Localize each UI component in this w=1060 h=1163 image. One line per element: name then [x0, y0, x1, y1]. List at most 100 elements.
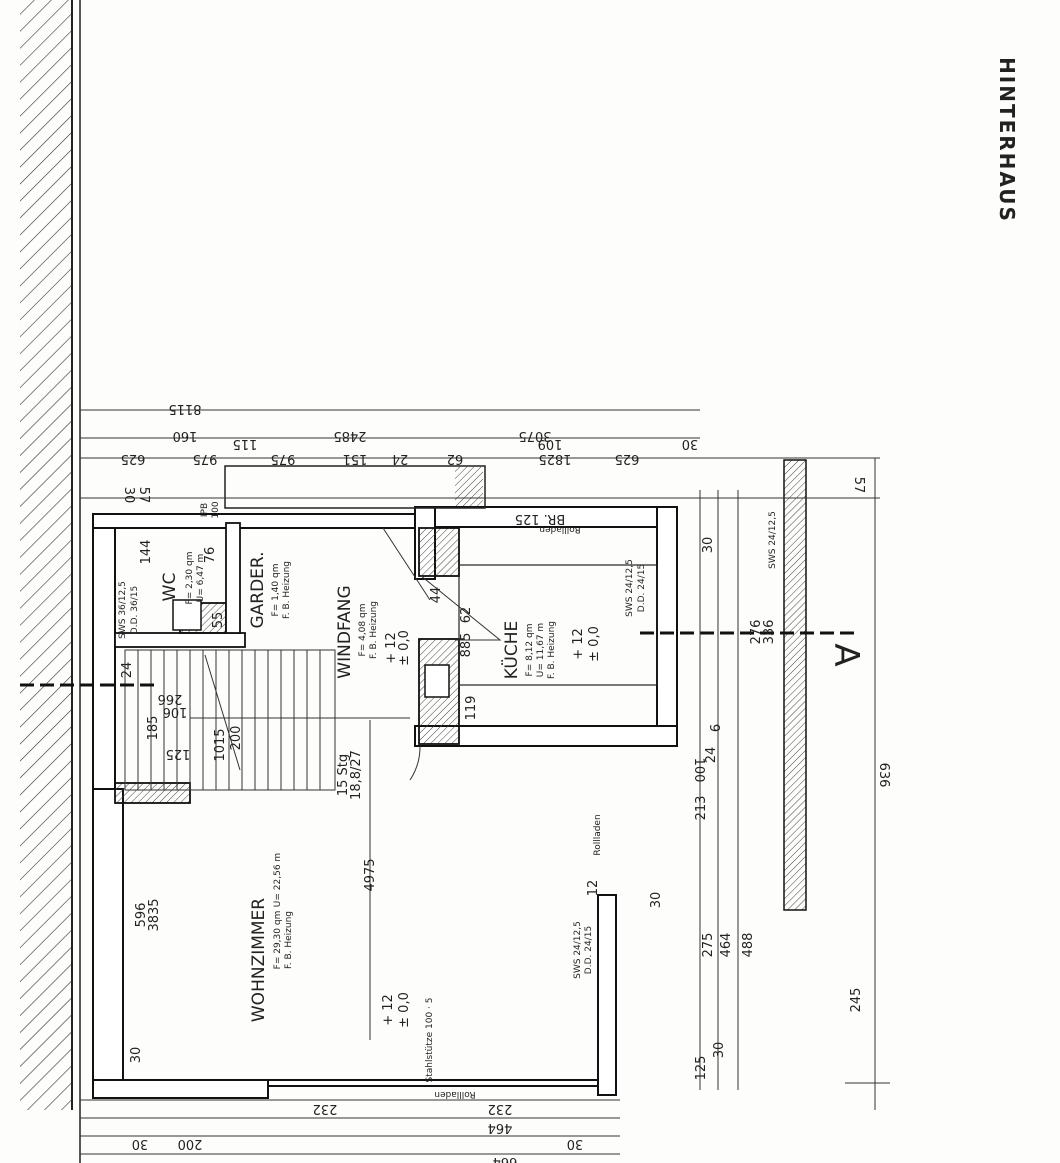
dim-label: 625	[615, 451, 640, 466]
room-area: F= 8,12 qm	[525, 624, 535, 677]
window-hatch	[455, 466, 483, 506]
room-heating: F. B. Heizung	[547, 621, 557, 679]
dim-label: 119	[464, 696, 479, 721]
wc-fixture	[172, 599, 202, 631]
dim-label: 12	[586, 880, 601, 897]
dims-left: 596 3835 30	[129, 898, 162, 1063]
dim-label: 106	[163, 704, 188, 719]
dim-label: 336	[762, 620, 777, 645]
note-sws-terrace: SWS 24/12,5	[768, 511, 778, 569]
dim-label: 975	[193, 451, 218, 466]
dim-label: 8115	[168, 401, 201, 416]
note-sws-left: SWS 36/12,5	[118, 581, 128, 639]
dim-label: 115	[233, 436, 258, 451]
dims-top: 8115 160 2485 3075 625 975 115 975 151 2…	[121, 401, 699, 503]
room-area: F= 4,08 qm	[358, 604, 368, 657]
note-column: Stahlstütze 100 · 5	[425, 997, 435, 1082]
dim-label: 57	[136, 487, 151, 504]
dim-label: 151	[343, 451, 368, 466]
window-box	[224, 465, 486, 509]
room-heating: F. B. Heizung	[282, 561, 292, 619]
room-name: GARDER.	[248, 551, 268, 628]
dim-label: 200	[229, 726, 244, 751]
room-extent: U= 6,47 m	[196, 554, 206, 603]
room-name: WINDFANG	[335, 585, 355, 678]
dim-label: 232	[313, 1101, 338, 1116]
dim-label: 55	[211, 612, 226, 629]
room-wohnzimmer: WOHNZIMMER F= 29,30 qm U= 22,56 m F. B. …	[249, 853, 294, 1022]
dimension-lines	[80, 409, 890, 1155]
dim-label: 30	[701, 537, 716, 554]
room-extent: U= 11,67 m	[536, 623, 546, 677]
kitchen-counter	[458, 564, 658, 686]
note-rollladen-kitchen: Rollladen	[539, 524, 580, 534]
dim-label: 125	[166, 746, 191, 761]
room-heating: F. B. Heizung	[284, 911, 294, 969]
dim-label: 144	[139, 540, 154, 565]
dim-label: 62	[447, 451, 464, 466]
room-heating: F. B. Heizung	[369, 601, 379, 659]
section-marker: A	[826, 643, 866, 666]
dim-label: 275	[701, 933, 716, 958]
dim-label: 2485	[333, 428, 366, 443]
level-zero-windfang: ± 0,0	[397, 630, 412, 666]
dim-label: 464	[488, 1120, 513, 1135]
stair-ratio: 18,8/27	[349, 750, 364, 800]
dims-right: 276 336 100 213 275 464 488 30 125 30 24…	[649, 620, 777, 1081]
dim-label: 62	[459, 607, 474, 624]
dim-label: 109	[538, 436, 563, 451]
dim-label: 232	[488, 1101, 513, 1116]
dim-label: 30	[682, 436, 699, 451]
note-br: BR. 125	[515, 511, 566, 526]
note-rollladen: Rollladen	[593, 814, 603, 855]
note-rollladen-bottom: Rollladen	[434, 1089, 475, 1099]
door-swings	[382, 527, 502, 781]
dim-room-depth: 4975	[363, 858, 378, 891]
note-ipb-size: 100	[211, 501, 221, 518]
dim-label: 30	[121, 487, 136, 504]
dim-label: 125	[694, 1056, 709, 1081]
dims-bottom: 232 232 200 464 30 664 30	[132, 1101, 584, 1163]
dim-label: 185	[146, 716, 161, 741]
level-plus-windfang: + 12	[384, 632, 399, 664]
level-zero-kueche: ± 0,0	[587, 626, 602, 662]
level-plus-wohnzimmer: + 12	[381, 994, 396, 1026]
dim-label: 636	[876, 763, 891, 788]
dim-label: 100	[691, 758, 706, 783]
dim-label: 24	[704, 747, 719, 764]
dim-label: 6	[709, 724, 724, 732]
room-extent: U= 22,56 m	[273, 853, 283, 907]
dim-label: 44	[429, 587, 444, 604]
dim-label: 664	[493, 1154, 518, 1163]
dim-label: 3075	[518, 428, 551, 443]
dim-label: 213	[694, 796, 709, 821]
note-sws-kitchen: SWS 24/12,5	[625, 559, 635, 617]
dim-label: 30	[132, 1136, 149, 1151]
note-sws-kitchen-dd: D.D. 24/15	[637, 564, 647, 612]
dim-label: 885	[459, 633, 474, 658]
room-name: KÜCHE	[500, 621, 522, 680]
dim-label: 975	[271, 451, 296, 466]
dims-inner: 144 55 76 185 266 106 125 200 1015 24 62…	[120, 537, 716, 897]
dim-label: 1015	[213, 728, 228, 761]
room-windfang: WINDFANG F= 4,08 qm F. B. Heizung	[335, 585, 379, 678]
room-kueche: KÜCHE F= 8,12 qm U= 11,67 m F. B. Heizun…	[500, 621, 557, 680]
dim-label: 200	[178, 1136, 203, 1151]
room-area: F= 1,40 qm	[271, 564, 281, 617]
dim-label: 464	[719, 933, 734, 958]
staircase	[124, 649, 410, 791]
dim-label: 57	[851, 477, 866, 494]
sheet-title: HINTERHAUS	[995, 57, 1019, 223]
dim-label: 30	[129, 1047, 144, 1064]
dim-label: 3835	[147, 898, 162, 931]
dim-label: 160	[173, 428, 198, 443]
note-sws-right-dd: D.D. 24/15	[584, 926, 594, 974]
dim-label: 76	[203, 547, 218, 564]
dims-right-far: 57 636 245	[849, 477, 891, 1013]
note-sws-left-dd: D.D. 36/15	[130, 586, 140, 634]
dim-label: 24	[392, 451, 409, 466]
dim-label: 276	[749, 620, 764, 645]
level-zero-wohnzimmer: ± 0,0	[397, 992, 412, 1028]
dim-label: 266	[158, 691, 183, 706]
terrace-wall	[783, 459, 807, 911]
